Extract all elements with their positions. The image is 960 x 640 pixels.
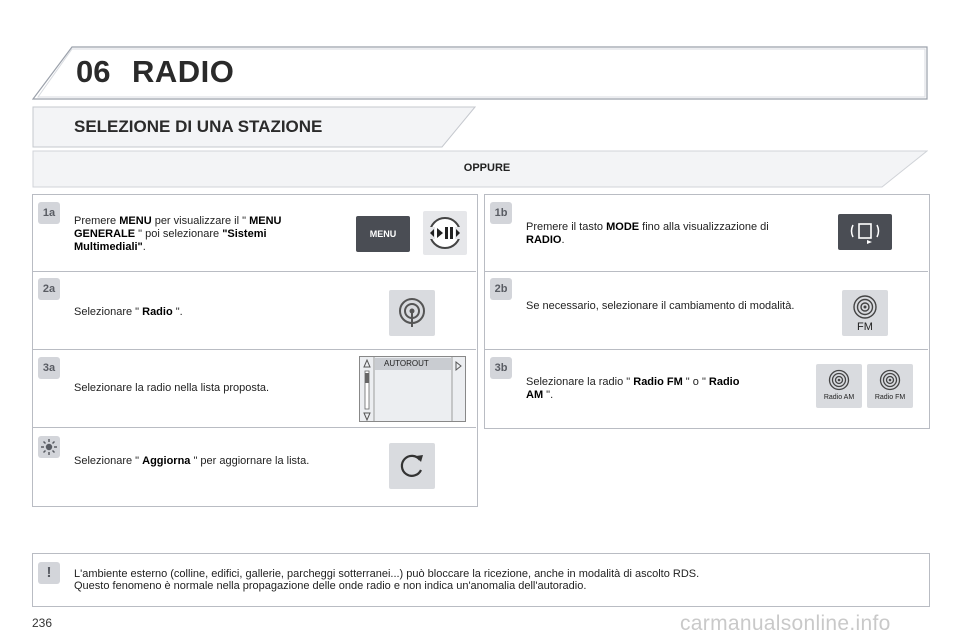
radio-am-label: Radio AM (823, 394, 855, 401)
radio-antenna-icon (399, 298, 425, 327)
step-2a-text: Selezionare " Radio ". (74, 306, 183, 318)
or-separator-bar (32, 150, 928, 188)
step-badge-3a: 3a (38, 357, 60, 379)
warning-note-line-2: Questo fenomeno è normale nella propagaz… (74, 580, 587, 592)
warning-note-line-1: L'ambiente esterno (colline, edifici, ga… (74, 568, 700, 580)
radio-fm-button[interactable]: Radio FM (867, 364, 913, 408)
step-badge-2a: 2a (38, 278, 60, 300)
step-badge-1a: 1a (38, 202, 60, 224)
fm-wave-icon (879, 369, 901, 391)
am-wave-icon (828, 369, 850, 391)
sun-badge (38, 436, 60, 458)
divider (33, 349, 476, 350)
mode-icon (850, 223, 880, 244)
play-pause-knob-icon (429, 217, 461, 249)
or-label: OPPURE (463, 162, 511, 174)
warning-note-panel (32, 553, 930, 607)
page-number: 236 (32, 616, 53, 630)
radio-fm-label: Radio FM (874, 394, 906, 401)
menu-button[interactable]: MENU (356, 216, 410, 252)
station-list-controls (363, 357, 462, 421)
play-pause-knob[interactable] (423, 211, 467, 255)
sun-icon (41, 439, 57, 455)
watermark: carmanualsonline.info (680, 612, 891, 635)
station-list-screen[interactable]: AUTOROUT (359, 356, 466, 422)
step-2b-text: Se necessario, selezionare il cambiament… (526, 300, 795, 312)
chapter-header-bar (32, 46, 928, 100)
warning-note-text: L'ambiente esterno (colline, edifici, ga… (74, 568, 914, 592)
radio-source-button[interactable] (389, 290, 435, 336)
divider (33, 427, 476, 428)
step-badge-2b: 2b (490, 278, 512, 300)
section-title-bar (32, 106, 476, 148)
fm-wave-icon (853, 295, 877, 319)
chapter-number: 06 (76, 54, 111, 89)
divider (485, 271, 928, 272)
step-3a-text: Selezionare la radio nella lista propost… (74, 382, 270, 394)
warning-badge: ! (38, 562, 60, 584)
section-title: SELEZIONE DI UNA STAZIONE (74, 117, 323, 136)
step-3b-text: Selezionare la radio " Radio FM " o " Ra… (526, 376, 740, 401)
menu-button-label: MENU (369, 229, 397, 239)
chapter-title: RADIO (132, 54, 235, 89)
fm-mode-button[interactable]: FM (842, 290, 888, 336)
divider (33, 271, 476, 272)
fm-label: FM (857, 321, 873, 333)
step-1a-text: Premere MENU per visualizzare il " MENU … (74, 215, 282, 253)
mode-button[interactable] (838, 214, 892, 250)
step-badge-1b: 1b (490, 202, 512, 224)
refresh-icon (400, 454, 423, 477)
radio-am-button[interactable]: Radio AM (816, 364, 862, 408)
refresh-button[interactable] (389, 443, 435, 489)
step-badge-3b: 3b (490, 357, 512, 379)
station-list-item[interactable]: AUTOROUT (384, 359, 429, 368)
divider (485, 349, 928, 350)
step-1b-text: Premere il tasto MODE fino alla visualiz… (526, 221, 769, 246)
step-refresh-text: Selezionare " Aggiorna " per aggiornare … (74, 455, 310, 467)
